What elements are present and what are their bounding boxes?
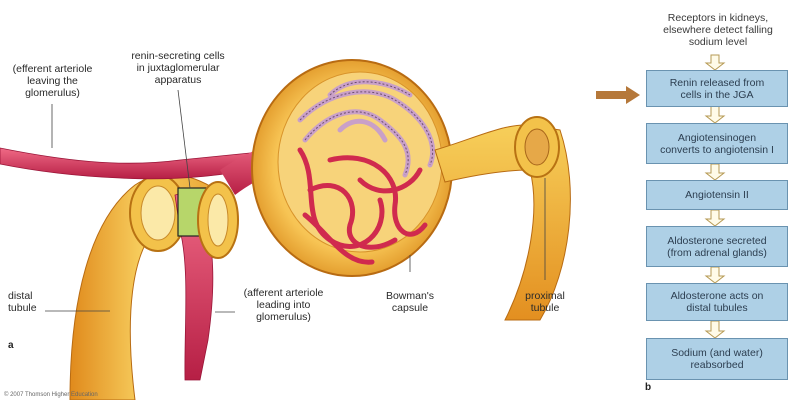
glomerulus-capillaries (297, 147, 428, 265)
label-distal-tubule: distal tubule (8, 290, 37, 314)
flow-step-angiotensinogen: Angiotensinogen converts to angiotensin … (646, 123, 788, 164)
label-renin-secreting-cells: renin-secreting cells in juxtaglomerular… (131, 50, 225, 86)
flow-step-sodium-reabsorbed: Sodium (and water) reabsorbed (646, 338, 788, 380)
flow-step-renin-released: Renin released from cells in the JGA (646, 70, 788, 107)
label-efferent-arteriole: (efferent arteriole leaving the glomerul… (12, 63, 93, 99)
flow-step-aldosterone-acts: Aldosterone acts on distal tubules (646, 283, 788, 321)
flow-step-aldosterone-secreted: Aldosterone secreted (from adrenal gland… (646, 226, 788, 267)
flow-top-text: Receptors in kidneys, elsewhere detect f… (663, 12, 773, 48)
panel-label-a: a (8, 340, 14, 351)
flow-step-angiotensin-ii: Angiotensin II (646, 180, 788, 210)
label-bowmans-capsule: Bowman's capsule (385, 290, 435, 314)
pointer-arrow (596, 86, 640, 104)
label-proximal-tubule: proximal tubule (525, 290, 565, 314)
copyright-credit: © 2007 Thomson Higher Education (4, 392, 98, 398)
flow-arrows (704, 54, 726, 339)
panel-label-b: b (645, 382, 652, 393)
label-afferent-arteriole: (afferent arteriole leading into glomeru… (243, 287, 324, 323)
